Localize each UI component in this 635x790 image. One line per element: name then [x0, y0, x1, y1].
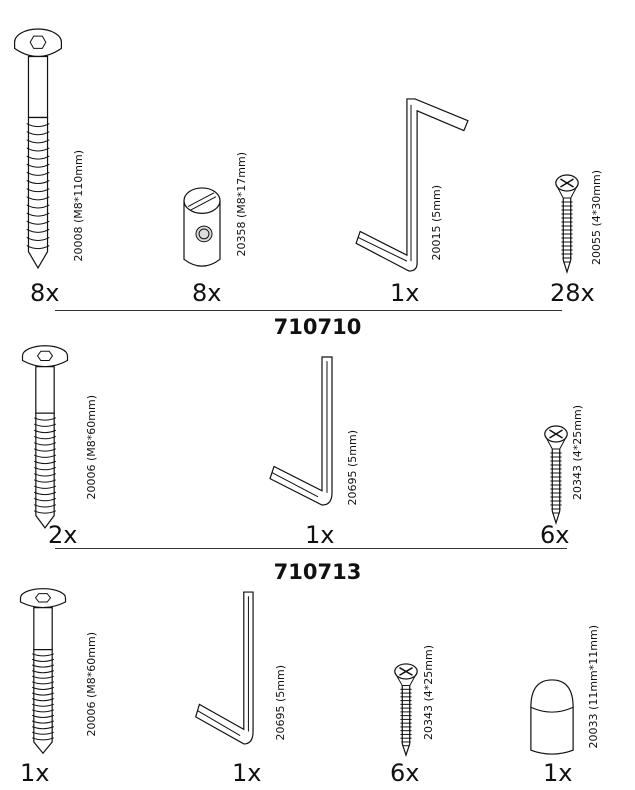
part-code: 20033 (11mm*11mm) [587, 625, 600, 749]
part-code: 20343 (4*25mm) [571, 405, 584, 500]
z-allen-key-icon [350, 95, 472, 273]
part-quantity: 1x [543, 759, 573, 787]
kit-number: 710710 [273, 315, 362, 339]
bolt-icon [20, 345, 70, 531]
kit-number: 710713 [273, 560, 362, 584]
wood-screw-icon [392, 663, 420, 757]
bolt-icon [12, 28, 64, 272]
part-code: 20006 (M8*60mm) [85, 395, 98, 500]
part-code: 20358 (M8*17mm) [235, 152, 248, 257]
part-quantity: 6x [390, 759, 420, 787]
l-allen-key-icon [266, 355, 346, 507]
l-allen-key-icon [192, 590, 266, 746]
part-quantity: 8x [30, 279, 60, 307]
divider [55, 548, 567, 549]
barrel-nut-icon [182, 185, 222, 273]
end-cap-icon [528, 678, 576, 756]
part-quantity: 1x [20, 759, 50, 787]
part-quantity: 1x [305, 521, 335, 549]
part-quantity: 1x [390, 279, 420, 307]
part-quantity: 8x [192, 279, 222, 307]
bolt-icon [18, 588, 68, 756]
part-code: 20695 (5mm) [274, 665, 287, 741]
part-code: 20015 (5mm) [430, 185, 443, 261]
part-code: 20055 (4*30mm) [590, 170, 603, 265]
part-code: 20343 (4*25mm) [422, 645, 435, 740]
part-code: 20695 (5mm) [346, 430, 359, 506]
part-code: 20006 (M8*60mm) [85, 632, 98, 737]
part-quantity: 28x [550, 279, 595, 307]
part-code: 20008 (M8*110mm) [72, 150, 85, 262]
wood-screw-icon [542, 425, 570, 525]
part-quantity: 2x [48, 521, 78, 549]
wood-screw-icon [553, 174, 581, 274]
part-quantity: 6x [540, 521, 570, 549]
divider [55, 310, 562, 311]
part-quantity: 1x [232, 759, 262, 787]
